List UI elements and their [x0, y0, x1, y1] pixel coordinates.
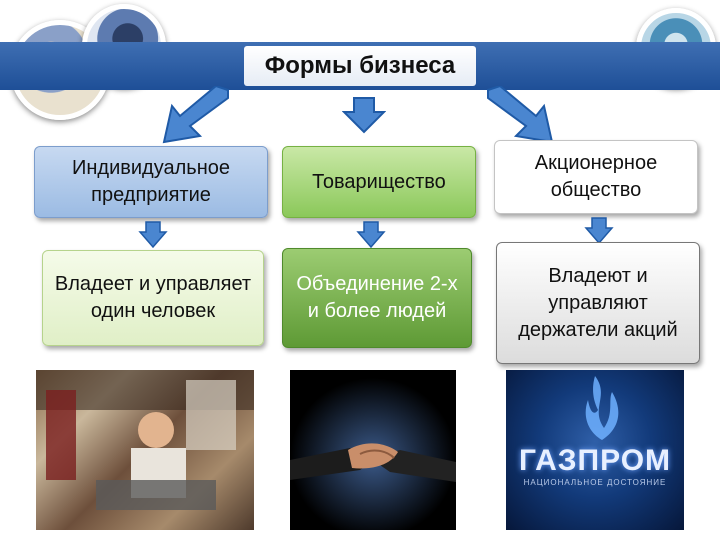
- box-partnership-description-text: Объединение 2-х и более людей: [296, 273, 458, 322]
- blue-flame-icon: [585, 376, 619, 440]
- box-joint-stock-description-text: Владеют и управляют держатели акций: [518, 264, 678, 341]
- box-individual-description-text: Владеет и управляет один человек: [54, 273, 252, 322]
- arrow-down-right-icon: [487, 86, 554, 144]
- arrow-down-icon: [342, 97, 386, 134]
- gazprom-subtitle: НАЦИОНАЛЬНОЕ ДОСТОЯНИЕ: [523, 478, 667, 487]
- handshake-icon: [290, 370, 456, 530]
- box-individual-description: Владеет и управляет один человек: [42, 250, 264, 346]
- box-individual-enterprise-label: Индивидуальное предприятие: [71, 157, 230, 206]
- box-joint-stock-description: Владеют и управляют держатели акций: [496, 242, 700, 364]
- arrow-down-small-icon: [138, 221, 168, 249]
- page-title: Формы бизнеса: [244, 46, 476, 86]
- box-joint-stock-company: Акционерное общество: [494, 140, 698, 214]
- gazprom-wordmark: ГАЗПРОМ: [518, 444, 672, 477]
- arrow-down-left-icon: [162, 86, 229, 144]
- arrow-down-small-icon: [356, 221, 386, 249]
- box-joint-stock-company-label: Акционерное общество: [534, 152, 658, 201]
- arrow-down-small-icon: [584, 217, 614, 245]
- box-partnership: Товарищество: [282, 146, 476, 218]
- box-individual-enterprise: Индивидуальное предприятие: [34, 146, 268, 218]
- gazprom-logo-image: ГАЗПРОМ НАЦИОНАЛЬНОЕ ДОСТОЯНИЕ: [506, 370, 684, 530]
- sewing-workshop-photo: [36, 370, 254, 530]
- workshop-scene-icon: [36, 370, 254, 510]
- box-partnership-label: Товарищество: [312, 170, 446, 193]
- handshake-photo: [290, 370, 456, 530]
- box-partnership-description: Объединение 2-х и более людей: [282, 248, 472, 348]
